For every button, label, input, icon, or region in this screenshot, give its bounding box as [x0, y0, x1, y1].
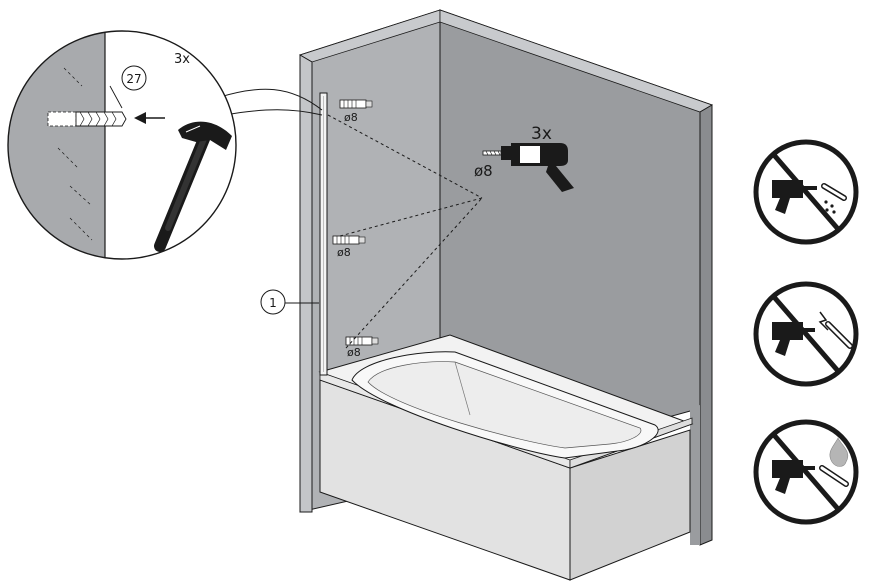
bathtub	[318, 334, 694, 581]
no-drilling-electric-cable-icon	[772, 311, 853, 356]
hole-diameter-bottom: ø8	[347, 346, 361, 359]
warning-no-electric-cable	[753, 281, 859, 387]
hole-diameter-top: ø8	[344, 111, 358, 124]
drill-guide-lines	[327, 114, 483, 349]
wall-plug-detail	[47, 111, 127, 127]
wall-plug-top	[339, 99, 373, 109]
push-arrow	[134, 112, 165, 124]
drill-count-label: 3x	[531, 124, 552, 144]
detail-count-label: 3x	[174, 52, 190, 67]
drill-diameter-label: ø8	[474, 162, 493, 180]
no-drilling-gas-pipe-icon	[772, 437, 849, 494]
part-callout-profile: 1	[260, 289, 319, 315]
drill-icon	[482, 143, 574, 192]
part-number-plug: 27	[126, 72, 141, 86]
hole-diameter-middle: ø8	[337, 246, 351, 259]
detail-magnifier: 27	[7, 30, 323, 260]
warning-no-gas-pipe	[753, 419, 859, 525]
warning-no-water-pipe	[753, 139, 859, 245]
part-number-profile: 1	[269, 296, 277, 310]
wall-plug-bottom	[345, 336, 379, 346]
wall-plug-middle	[332, 235, 366, 245]
hammer-icon	[154, 121, 232, 252]
no-drilling-water-pipe-icon	[772, 180, 847, 214]
wall-profile	[319, 92, 328, 376]
